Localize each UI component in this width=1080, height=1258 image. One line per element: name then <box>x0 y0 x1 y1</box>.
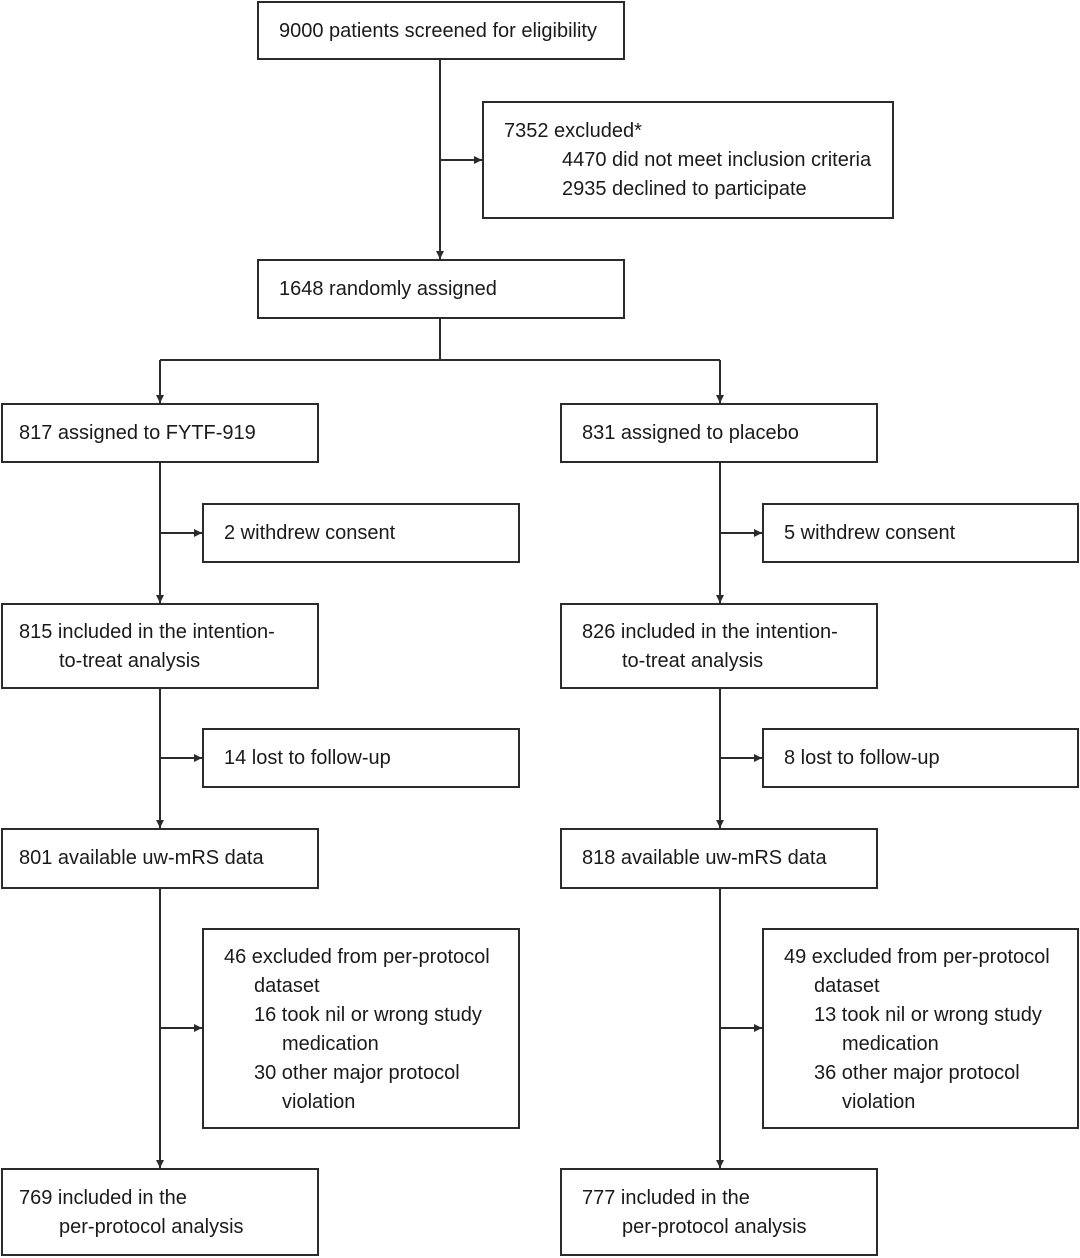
excluded-reason: 2935 declined to participate <box>562 178 807 200</box>
left-arm-itt-line2: to-treat analysis <box>59 650 201 672</box>
right-arm-withdrew-box: 5 withdrew consent <box>762 503 1079 563</box>
left-arm-per-protocol-line1: 769 included in the <box>19 1187 187 1209</box>
left-arm-lost-text: 14 lost to follow-up <box>224 747 391 769</box>
right-arm-pp-reason: 36 other major protocol <box>814 1062 1020 1084</box>
randomised-text: 1648 randomly assigned <box>279 278 497 300</box>
excluded-box: 7352 excluded* 4470 did not meet inclusi… <box>482 101 894 219</box>
right-arm-available-text: 818 available uw-mRS data <box>582 847 827 869</box>
left-arm-pp-reason-cont: medication <box>282 1033 379 1055</box>
right-arm-assigned-box: 831 assigned to placebo <box>560 403 878 463</box>
right-arm-pp-excluded-box: 49 excluded from per-protocol dataset 13… <box>762 928 1079 1129</box>
right-arm-itt-box: 826 included in the intention- to-treat … <box>560 603 878 689</box>
right-arm-per-protocol-line2: per-protocol analysis <box>622 1216 807 1238</box>
right-arm-per-protocol-box: 777 included in the per-protocol analysi… <box>560 1168 878 1256</box>
right-arm-per-protocol-line1: 777 included in the <box>582 1187 750 1209</box>
excluded-title: 7352 excluded* <box>504 120 642 142</box>
right-arm-available-box: 818 available uw-mRS data <box>560 828 878 889</box>
left-arm-pp-reason-cont: violation <box>282 1091 356 1113</box>
excluded-reason: 4470 did not meet inclusion criteria <box>562 149 872 171</box>
screening-box: 9000 patients screened for eligibility <box>257 1 625 60</box>
right-arm-pp-reason-cont: medication <box>842 1033 939 1055</box>
right-arm-lost-text: 8 lost to follow-up <box>784 747 940 769</box>
left-arm-pp-reason: 30 other major protocol <box>254 1062 460 1084</box>
left-arm-itt-box: 815 included in the intention- to-treat … <box>1 603 319 689</box>
left-arm-pp-excluded-box: 46 excluded from per-protocol dataset 16… <box>202 928 520 1129</box>
right-arm-withdrew-text: 5 withdrew consent <box>784 522 956 544</box>
left-arm-itt-line1: 815 included in the intention- <box>19 621 275 643</box>
right-arm-itt-line1: 826 included in the intention- <box>582 621 838 643</box>
right-arm-pp-reason-cont: violation <box>842 1091 916 1113</box>
right-arm-pp-excluded-title-cont: dataset <box>814 975 880 997</box>
left-arm-pp-reason: 16 took nil or wrong study <box>254 1004 482 1026</box>
right-arm-assigned-text: 831 assigned to placebo <box>582 422 799 444</box>
left-arm-assigned-text: 817 assigned to FYTF-919 <box>19 422 256 444</box>
right-arm-itt-line2: to-treat analysis <box>622 650 764 672</box>
left-arm-pp-excluded-title: 46 excluded from per-protocol <box>224 946 490 968</box>
left-arm-available-text: 801 available uw-mRS data <box>19 847 264 869</box>
left-arm-pp-excluded-title-cont: dataset <box>254 975 320 997</box>
left-arm-withdrew-text: 2 withdrew consent <box>224 522 396 544</box>
right-arm-pp-excluded-title: 49 excluded from per-protocol <box>784 946 1050 968</box>
left-arm-available-box: 801 available uw-mRS data <box>1 828 319 889</box>
randomised-box: 1648 randomly assigned <box>257 259 625 319</box>
left-arm-per-protocol-line2: per-protocol analysis <box>59 1216 244 1238</box>
left-arm-lost-box: 14 lost to follow-up <box>202 728 520 788</box>
right-arm-lost-box: 8 lost to follow-up <box>762 728 1079 788</box>
right-arm-pp-reason: 13 took nil or wrong study <box>814 1004 1042 1026</box>
left-arm-withdrew-box: 2 withdrew consent <box>202 503 520 563</box>
left-arm-per-protocol-box: 769 included in the per-protocol analysi… <box>1 1168 319 1256</box>
screening-text: 9000 patients screened for eligibility <box>279 20 597 42</box>
left-arm-assigned-box: 817 assigned to FYTF-919 <box>1 403 319 463</box>
